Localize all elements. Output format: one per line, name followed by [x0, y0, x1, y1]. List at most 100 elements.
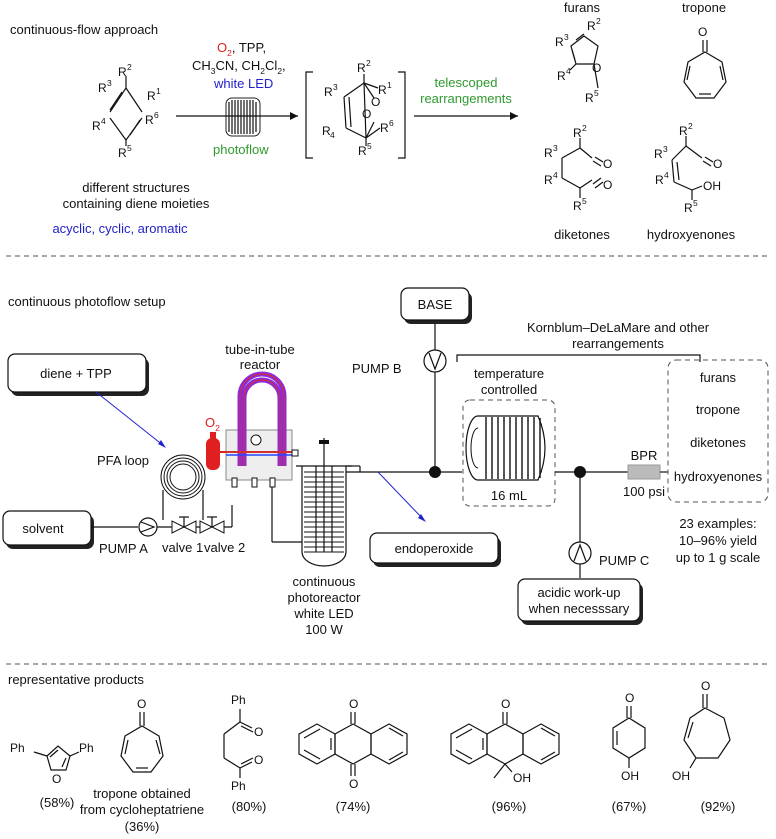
temperature-label: temperature	[474, 366, 544, 381]
r-group-index: 5	[594, 88, 599, 98]
svg-text:photoflow: photoflow	[213, 142, 269, 157]
diene-tpp-reservoir	[7, 353, 147, 393]
pfa-loop-label: PFA loop	[97, 453, 149, 468]
oxygen-atom: O	[625, 691, 634, 705]
summary-line: 23 examples:	[679, 516, 756, 531]
diene-caption: containing diene moieties	[63, 196, 210, 211]
r-group-label: R	[357, 61, 366, 75]
r-group-index: 4	[101, 116, 106, 126]
r-group-index: 4	[553, 170, 558, 180]
bpr-pressure: 100 psi	[623, 484, 665, 499]
valve-2-label: valve 2	[204, 540, 245, 555]
r-group-label: R	[358, 144, 367, 158]
phenyl-label: Ph	[10, 741, 25, 755]
product-class-tropone: tropone	[682, 0, 726, 15]
r-group-label: R	[322, 124, 331, 138]
generic-diene-structure: R 2 R 3 R 1 R 4 R 6 R 5	[92, 62, 161, 160]
mixing-junction	[429, 466, 441, 478]
section-title-setup: continuous photoflow setup	[8, 294, 166, 309]
photoreactor-label: white LED	[293, 606, 353, 621]
valve-2-icon	[199, 516, 225, 534]
oxygen-atom: O	[349, 697, 358, 711]
hydroxyenone-structure: O OH R 2 R 3 R 4 R 5	[654, 121, 722, 215]
r-group-label: R	[679, 124, 688, 138]
hydroxycyclohexenone-structure: O OH	[612, 691, 646, 783]
section-title-approach: continuous-flow approach	[10, 22, 158, 37]
oxygen-atom: O	[698, 25, 707, 39]
valve-1-label: valve 1	[162, 540, 203, 555]
r-group-index: 2	[596, 16, 601, 26]
summary-line: 10–96% yield	[679, 533, 757, 548]
reaction-conditions: O2, TPP, CH3CN, CH2Cl2, white LED photof…	[192, 40, 286, 157]
tropone-product-structure: O	[120, 697, 164, 773]
oxygen-atom: O	[603, 178, 612, 192]
product-class-hydroxyenones: hydroxyenones	[647, 227, 736, 242]
r-group-label: R	[378, 83, 387, 97]
endoperoxide-label: endoperoxide	[395, 541, 474, 556]
r-group-label: R	[118, 65, 127, 79]
continuous-photoreactor	[296, 438, 352, 567]
photoreactor-label: 100 W	[305, 622, 343, 637]
base-reservoir	[400, 287, 470, 321]
r-group-label: R	[324, 85, 333, 99]
bpr-label: BPR	[631, 448, 658, 463]
oxygen-atom: O	[701, 679, 710, 693]
r-group-index: 5	[693, 198, 698, 208]
phenyl-label: Ph	[231, 779, 246, 793]
product-class-furans: furans	[564, 0, 601, 15]
r-group-index: 3	[663, 144, 668, 154]
temperature-zone	[462, 399, 556, 507]
r-group-label: R	[573, 199, 582, 213]
acidic-workup-reservoir	[517, 578, 641, 622]
r-group-index: 6	[389, 118, 394, 128]
pointer-line	[95, 391, 165, 447]
r-group-label: R	[118, 146, 127, 160]
r-group-label: R	[654, 147, 663, 161]
diketone-structure: O O R 2 R 3 R 4 R 5	[544, 123, 612, 213]
r-group-label: R	[380, 121, 389, 135]
r-group-label: R	[544, 146, 553, 160]
output-item: furans	[700, 370, 737, 385]
r-group-label: R	[555, 35, 564, 49]
r-group-index: 3	[333, 82, 338, 92]
r-group-index: 6	[154, 110, 159, 120]
oxygen-atom: O	[254, 753, 263, 767]
oxygen-atom: O	[592, 61, 601, 75]
r-group-index: 1	[156, 86, 161, 96]
r-group-index: 2	[688, 121, 693, 131]
acidic-workup-label: when necesssary	[528, 601, 630, 616]
r-group-index: 3	[107, 78, 112, 88]
phenyl-label: Ph	[231, 693, 246, 707]
r-group-index: 3	[564, 32, 569, 42]
temperature-label: controlled	[481, 382, 537, 397]
solvent-reservoir	[2, 510, 92, 546]
hydroxyl-group: OH	[672, 769, 690, 783]
r-group-label: R	[585, 91, 594, 105]
r-group-index: 4	[330, 130, 335, 140]
telescoped-label: rearrangements	[420, 91, 512, 106]
r-group-label: R	[573, 126, 582, 140]
photoflow-coil-icon	[225, 97, 261, 137]
hydroxyl-group: OH	[513, 771, 531, 785]
oxygen-atom: O	[371, 95, 380, 109]
solvent-label: solvent	[22, 521, 64, 536]
tube-in-tube-reactor	[225, 371, 299, 488]
r-group-label: R	[92, 119, 101, 133]
output-item: diketones	[690, 435, 746, 450]
r-group-label: R	[147, 89, 156, 103]
pump-a-label: PUMP A	[99, 541, 148, 556]
pump-c-label: PUMP C	[599, 553, 649, 568]
endoperoxide-box	[369, 532, 499, 564]
rearrangement-label: rearrangements	[572, 336, 664, 351]
r-group-index: 2	[127, 62, 132, 72]
output-item: hydroxyenones	[674, 469, 763, 484]
yield-label: (67%)	[612, 799, 647, 814]
oxygen-atom: O	[254, 725, 263, 739]
hydroxycycloheptenone-structure: O OH	[672, 679, 731, 783]
hydroxy-anthrone-structure: O OH	[450, 697, 560, 785]
volume-label: 16 mL	[491, 488, 527, 503]
tube-in-tube-label: tube-in-tube	[225, 342, 294, 357]
tropone-note: from cycloheptatriene	[80, 802, 204, 817]
tropone-structure: O	[683, 25, 727, 99]
